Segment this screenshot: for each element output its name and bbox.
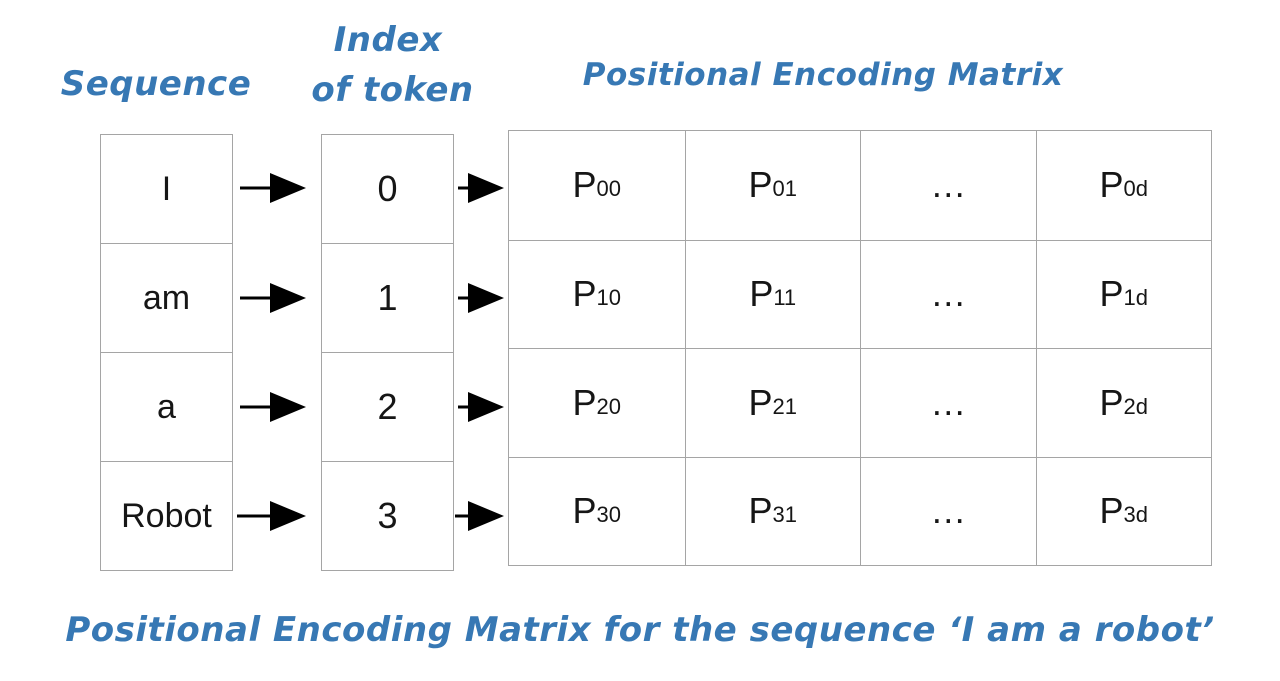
- matrix-cell-subscript: 31: [772, 502, 797, 528]
- sequence-token-cell: Robot: [101, 461, 232, 570]
- sequence-table: I am a Robot: [100, 134, 233, 571]
- matrix-cell-label: P: [748, 490, 773, 532]
- sequence-token-label: Robot: [121, 496, 212, 535]
- matrix-cell-label: P: [748, 381, 773, 423]
- token-index-cell: 0: [322, 135, 453, 243]
- matrix-cell-subscript: 11: [773, 285, 797, 311]
- sequence-column-heading: Sequence: [60, 64, 252, 104]
- matrix-ellipsis-label: …: [930, 490, 967, 532]
- matrix-cell: …: [860, 456, 1036, 565]
- matrix-cell-label: P: [572, 164, 597, 206]
- matrix-cell-label: P: [748, 164, 773, 206]
- matrix-cell-label: P: [1099, 273, 1124, 315]
- matrix-cell-subscript: 20: [596, 393, 621, 419]
- matrix-cell-subscript: 1d: [1123, 285, 1148, 311]
- matrix-cell-subscript: 2d: [1123, 393, 1148, 419]
- matrix-cell-label: P: [572, 381, 597, 423]
- sequence-token-cell: am: [101, 243, 232, 352]
- matrix-cell-subscript: 00: [596, 176, 621, 202]
- matrix-cell: …: [860, 239, 1036, 348]
- token-index-cell: 3: [322, 461, 453, 570]
- matrix-cell: …: [860, 131, 1036, 240]
- index-table: 0 1 2 3: [321, 134, 454, 571]
- matrix-cell-subscript: 30: [596, 502, 621, 528]
- matrix-heading: Positional Encoding Matrix: [582, 57, 1064, 93]
- matrix-cell-subscript: 21: [772, 393, 797, 419]
- token-index-cell: 2: [322, 352, 453, 461]
- matrix-ellipsis-label: …: [930, 164, 967, 206]
- matrix-cell-subscript: 3d: [1123, 502, 1148, 528]
- matrix-ellipsis-label: …: [930, 381, 967, 423]
- sequence-token-label: I: [161, 169, 172, 208]
- sequence-token-label: a: [157, 387, 176, 426]
- matrix-cell-label: P: [572, 490, 597, 532]
- sequence-token-cell: I: [101, 135, 232, 243]
- matrix-cell-subscript: 01: [772, 176, 797, 202]
- matrix-cell-subscript: 0d: [1123, 176, 1148, 202]
- figure-caption: Positional Encoding Matrix for the seque…: [65, 610, 1215, 650]
- matrix-cell-label: P: [1099, 490, 1124, 532]
- token-index-cell: 1: [322, 243, 453, 352]
- index-column-heading-line1: Index: [333, 20, 443, 60]
- matrix-cell-subscript: 10: [596, 285, 621, 311]
- matrix-ellipsis-label: …: [930, 273, 967, 315]
- index-column-heading-line2: of token: [311, 70, 474, 110]
- matrix-cell: …: [860, 348, 1036, 457]
- token-index-label: 1: [377, 277, 398, 318]
- matrix-cell-label: P: [1099, 164, 1124, 206]
- token-index-label: 3: [377, 495, 398, 536]
- matrix-cell-label: P: [1099, 381, 1124, 423]
- matrix-cell-label: P: [749, 273, 774, 315]
- token-index-label: 2: [377, 386, 398, 427]
- sequence-token-label: am: [142, 278, 191, 317]
- matrix-cell-label: P: [572, 273, 597, 315]
- token-index-label: 0: [377, 168, 398, 209]
- sequence-token-cell: a: [101, 352, 232, 461]
